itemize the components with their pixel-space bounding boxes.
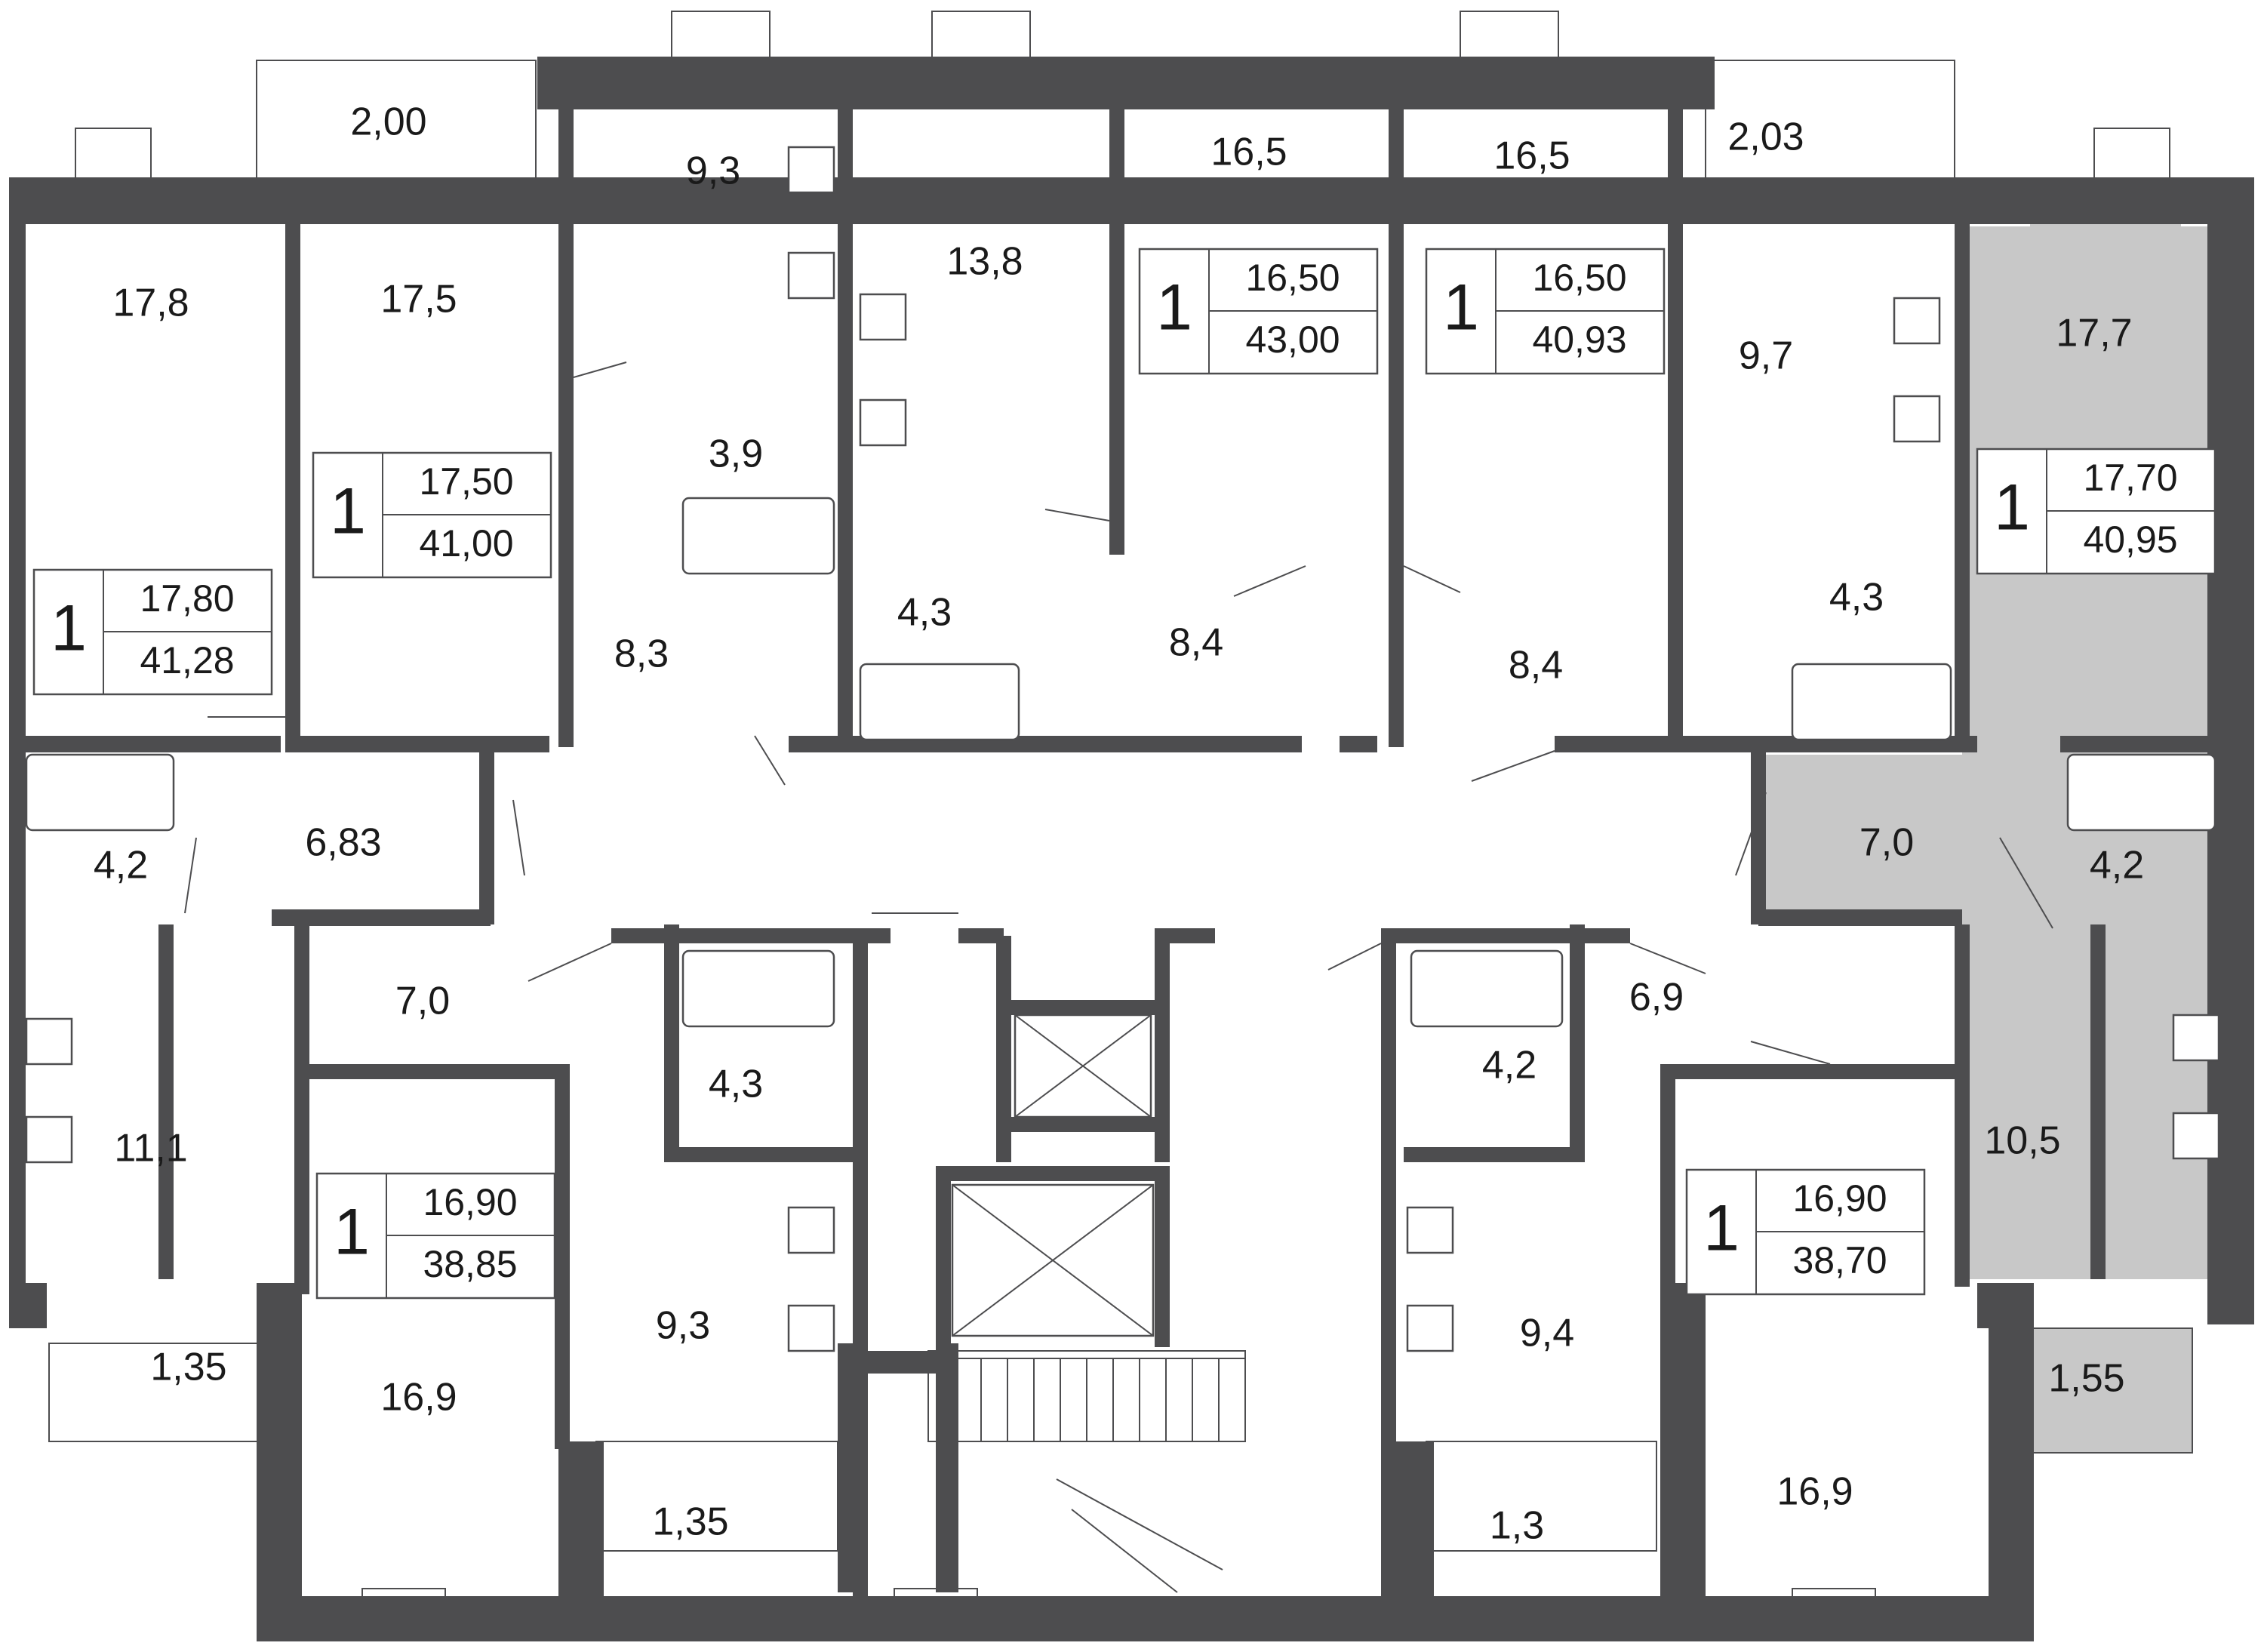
- apartment-tag: 1 16,50 43,00: [1138, 248, 1379, 375]
- apartment-tag: 1 17,80 41,28: [32, 568, 273, 696]
- svg-text:17,70: 17,70: [2083, 457, 2177, 499]
- svg-text:16,50: 16,50: [1532, 257, 1626, 299]
- svg-text:40,93: 40,93: [1532, 318, 1626, 361]
- svg-text:43,00: 43,00: [1245, 318, 1340, 361]
- svg-text:16,90: 16,90: [423, 1181, 517, 1223]
- apartment-tags: 1 17,80 41,28 1 17,50 41,00 1 16,50 43,0…: [32, 248, 2216, 1300]
- room-area: 6,83: [305, 821, 381, 865]
- svg-text:17,80: 17,80: [140, 577, 234, 620]
- room-area: 4,3: [709, 1063, 763, 1106]
- svg-text:1: 1: [330, 475, 366, 548]
- room-area: 7,0: [1859, 821, 1914, 865]
- svg-text:38,85: 38,85: [423, 1243, 517, 1285]
- apartment-tag: 1 16,90 38,70: [1685, 1168, 1926, 1296]
- room-area: 10,5: [1984, 1119, 2060, 1163]
- room-area: 17,7: [2056, 312, 2132, 355]
- staircase: [927, 1350, 1246, 1593]
- room-area: 8,3: [614, 632, 669, 676]
- svg-text:1: 1: [1994, 472, 2030, 544]
- room-area: 4,2: [94, 844, 148, 888]
- balcony-area: 2,00: [350, 100, 426, 144]
- room-area: 4,3: [897, 591, 952, 635]
- room-area: 7,0: [395, 980, 450, 1023]
- svg-text:41,00: 41,00: [419, 522, 513, 565]
- room-area: 16,5: [1210, 131, 1287, 174]
- svg-text:16,50: 16,50: [1245, 257, 1340, 299]
- apartment-tag: 1 17,50 41,00: [312, 451, 552, 579]
- fixtures: [25, 146, 2220, 1352]
- room-area: 11,1: [114, 1127, 187, 1171]
- room-area: 9,7: [1739, 334, 1793, 378]
- walls: [9, 57, 2254, 1641]
- apartment-tag: 1 16,50 40,93: [1425, 248, 1666, 375]
- apartment-tag: 1 17,70 40,95: [1976, 448, 2216, 575]
- room-area: 17,8: [112, 281, 189, 325]
- room-area: 16,9: [380, 1376, 457, 1420]
- room-area: 4,3: [1829, 576, 1884, 620]
- room-area: 9,3: [686, 149, 740, 193]
- room-area: 9,4: [1520, 1312, 1574, 1355]
- elevators: [951, 1014, 1155, 1337]
- svg-text:40,95: 40,95: [2083, 518, 2177, 561]
- room-area: 8,4: [1509, 644, 1563, 688]
- room-area: 6,9: [1629, 976, 1684, 1020]
- balcony-area: 1,35: [150, 1346, 226, 1389]
- room-area: 3,9: [709, 432, 763, 476]
- svg-text:17,50: 17,50: [419, 460, 513, 503]
- room-labels: 2,00 2,03 17,8 17,5 9,3 13,8 16,5 16,5 9…: [94, 100, 2144, 1548]
- svg-text:38,70: 38,70: [1792, 1239, 1887, 1281]
- svg-text:41,28: 41,28: [140, 639, 234, 681]
- balcony-area: 1,55: [2048, 1357, 2124, 1401]
- room-area: 16,9: [1776, 1470, 1853, 1514]
- room-area: 16,5: [1493, 134, 1570, 178]
- room-area: 8,4: [1169, 621, 1223, 665]
- svg-text:1: 1: [1703, 1192, 1740, 1265]
- balcony-area: 1,3: [1490, 1504, 1544, 1548]
- svg-text:16,90: 16,90: [1792, 1177, 1887, 1220]
- room-area: 13,8: [946, 240, 1023, 284]
- balcony-area: 2,03: [1727, 115, 1804, 159]
- balcony-area: 1,35: [652, 1500, 728, 1544]
- door-swings: [184, 361, 2053, 1065]
- room-area: 4,2: [1482, 1044, 1537, 1087]
- svg-text:1: 1: [334, 1196, 370, 1269]
- apartment-tag: 1 16,90 38,85: [315, 1172, 556, 1300]
- svg-text:1: 1: [1156, 272, 1192, 344]
- room-area: 9,3: [656, 1304, 710, 1348]
- svg-text:1: 1: [1443, 272, 1479, 344]
- room-area: 17,5: [380, 278, 457, 321]
- room-area: 4,2: [2090, 844, 2144, 888]
- svg-text:1: 1: [51, 592, 87, 665]
